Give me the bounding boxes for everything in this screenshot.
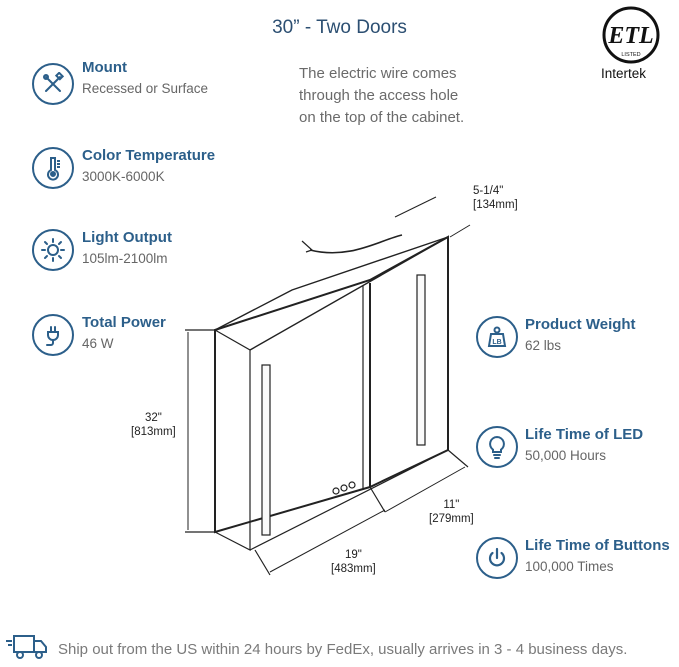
led-lifetime-value: 50,000 Hours [525, 448, 607, 463]
light-output-label: Light Output [82, 229, 172, 246]
total-power-label: Total Power [82, 314, 166, 331]
height-inches: 32" [144, 412, 162, 424]
height-mm: [813mm] [131, 426, 176, 438]
sun-icon [32, 229, 74, 271]
shipping-note: Ship out from the US within 24 hours by … [58, 641, 628, 658]
mount-label: Mount [82, 59, 127, 76]
mount-value: Recessed or Surface [82, 81, 209, 96]
led-lifetime-label: Life Time of LED [525, 426, 644, 443]
depth-dimension: 5-1/4" [134mm] [473, 184, 518, 212]
etl-listed-logo: ETL LISTED [600, 6, 662, 66]
total-power-value: 46 W [82, 336, 114, 351]
note-line: The electric wire comes [299, 65, 457, 82]
product-weight-value: 62 lbs [525, 338, 562, 353]
weight-icon: LB [476, 316, 518, 358]
height-dimension: 32" [813mm] [131, 411, 176, 439]
lightbulb-icon [476, 426, 518, 468]
door-width-mm: [483mm] [331, 563, 376, 575]
weight-icon-text: LB [492, 339, 501, 346]
color-temperature-value: 3000K-6000K [82, 169, 165, 184]
color-temperature-label: Color Temperature [82, 147, 216, 164]
thermometer-icon [32, 147, 74, 189]
side-width-inches: 11" [443, 499, 460, 511]
wrench-screwdriver-icon [32, 63, 74, 105]
product-weight-label: Product Weight [525, 316, 636, 333]
cabinet-diagram [170, 180, 520, 600]
note-line: through the access hole [299, 87, 459, 104]
depth-mm: [134mm] [473, 199, 518, 211]
wire-note: The electric wire comes through the acce… [299, 63, 464, 129]
intertek-brand: Intertek [601, 66, 647, 81]
door-width-dimension: 19" [483mm] [331, 548, 376, 576]
delivery-truck-icon [6, 633, 48, 661]
buttons-lifetime-label: Life Time of Buttons [525, 537, 670, 554]
buttons-lifetime-value: 100,000 Times [525, 559, 614, 574]
note-line: on the top of the cabinet. [299, 109, 465, 126]
door-width-inches: 19" [344, 549, 362, 561]
light-output-value: 105lm-2100lm [82, 251, 168, 266]
page-title: 30” - Two Doors [272, 17, 407, 38]
power-icon [476, 537, 518, 579]
etl-mark-text: ETL [607, 23, 653, 49]
side-width-mm: [279mm] [429, 513, 474, 525]
depth-inches: 5-1/4" [473, 185, 504, 197]
side-width-dimension: 11" [279mm] [429, 498, 474, 526]
etl-listed-text: LISTED [621, 52, 640, 58]
plug-icon [32, 314, 74, 356]
